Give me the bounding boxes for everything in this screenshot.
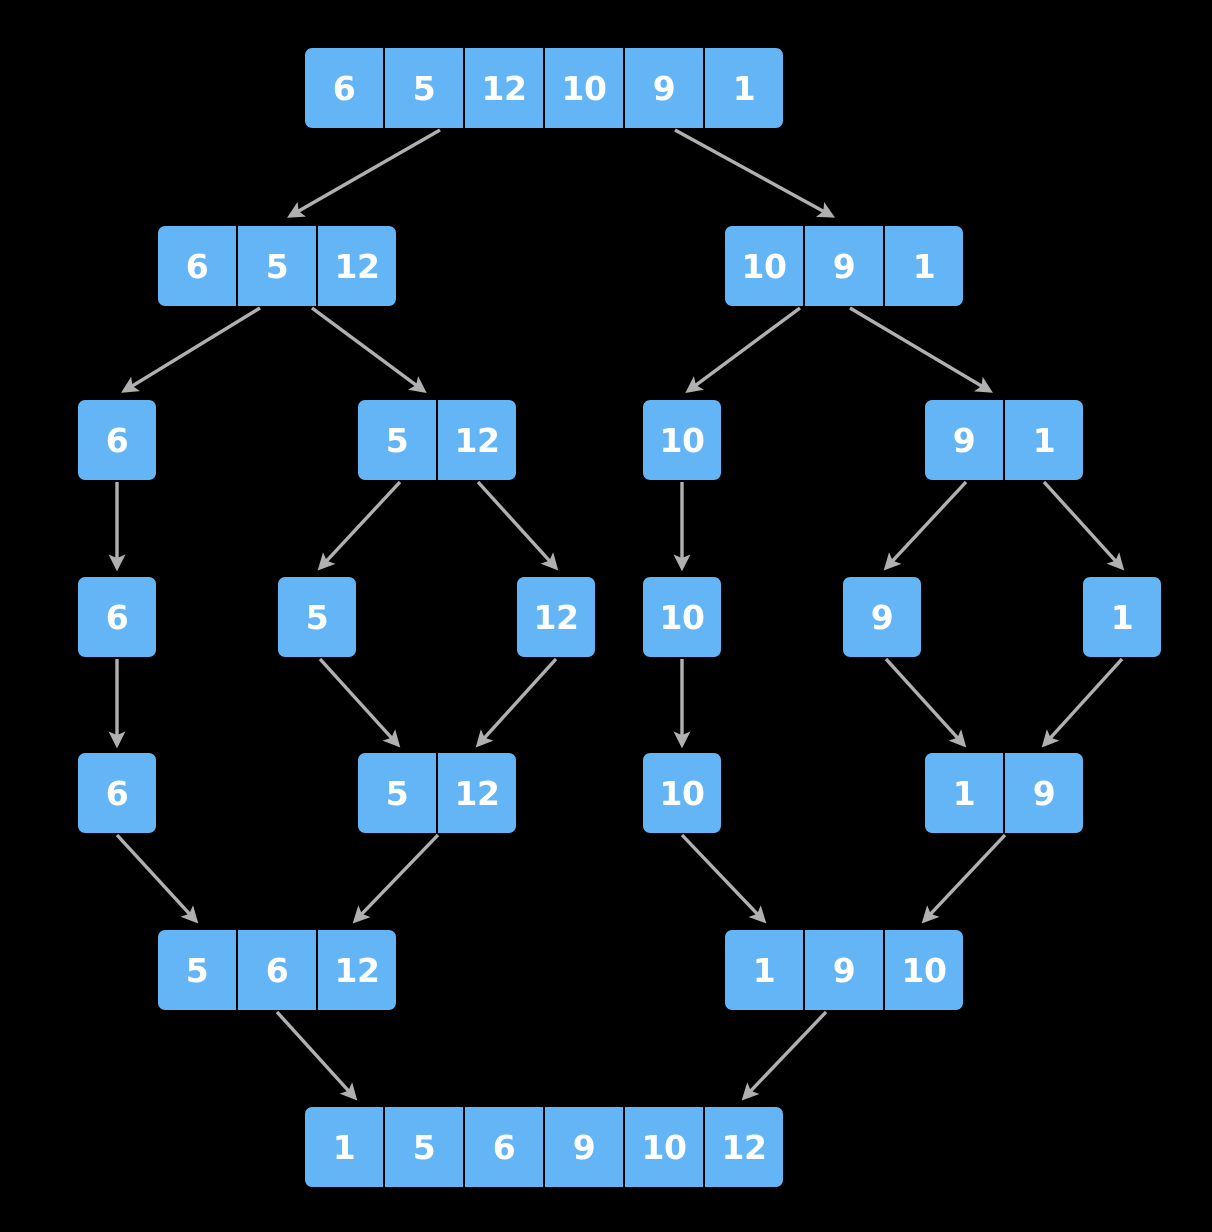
connector-arrow <box>849 306 993 393</box>
array-cell: 1 <box>305 1107 383 1187</box>
array-cell: 5 <box>238 226 316 306</box>
connector-arrow <box>884 657 967 748</box>
array-cell: 10 <box>885 930 963 1010</box>
connector-arrow <box>685 306 802 394</box>
array-cell: 1 <box>1005 400 1083 480</box>
array-cell: 6 <box>238 930 316 1010</box>
array-cell: 5 <box>358 753 436 833</box>
array-cell: 9 <box>625 48 703 128</box>
array-cell: 5 <box>158 930 236 1010</box>
array-cell: 10 <box>643 400 721 480</box>
array-node: 5 <box>278 577 356 657</box>
array-cell: 12 <box>438 753 516 833</box>
array-cell: 9 <box>1005 753 1083 833</box>
array-cell: 6 <box>78 400 156 480</box>
connector-arrow <box>1041 657 1124 748</box>
array-cell: 12 <box>465 48 543 128</box>
connector-arrow <box>921 833 1007 924</box>
connector-arrow <box>674 128 835 218</box>
array-cell: 1 <box>725 930 803 1010</box>
connector-arrow <box>476 480 559 571</box>
array-cell: 5 <box>358 400 436 480</box>
array-cell: 10 <box>643 577 721 657</box>
array-cell: 6 <box>158 226 236 306</box>
array-cell: 6 <box>305 48 383 128</box>
array-cell: 10 <box>643 753 721 833</box>
array-node: 1 <box>1083 577 1161 657</box>
connector-arrow <box>287 128 441 218</box>
array-node: 6 <box>78 577 156 657</box>
array-cell: 1 <box>705 48 783 128</box>
connector-arrow <box>475 657 558 748</box>
array-node: 10 <box>643 400 721 480</box>
connector-arrow <box>883 480 968 571</box>
array-cell: 9 <box>843 577 921 657</box>
array-cell: 6 <box>78 753 156 833</box>
array-cell: 1 <box>885 226 963 306</box>
array-cell: 5 <box>385 1107 463 1187</box>
array-cell: 9 <box>805 226 883 306</box>
array-cell: 12 <box>705 1107 783 1187</box>
array-cell: 12 <box>517 577 595 657</box>
array-cell: 10 <box>625 1107 703 1187</box>
array-node: 6 <box>78 400 156 480</box>
connector-arrow <box>115 833 199 924</box>
array-cell: 6 <box>78 577 156 657</box>
array-cell: 9 <box>545 1107 623 1187</box>
array-cell: 10 <box>725 226 803 306</box>
array-cell: 1 <box>925 753 1003 833</box>
array-cell: 10 <box>545 48 623 128</box>
array-cell: 5 <box>385 48 463 128</box>
array-cell: 12 <box>438 400 516 480</box>
array-cell: 9 <box>805 930 883 1010</box>
array-cell: 1 <box>1083 577 1161 657</box>
array-node: 9 <box>843 577 921 657</box>
array-cell: 12 <box>318 930 396 1010</box>
array-cell: 6 <box>465 1107 543 1187</box>
connector-arrow <box>317 480 402 571</box>
connector-arrow <box>318 657 401 748</box>
connector-arrow <box>275 1010 358 1101</box>
array-cell: 5 <box>278 577 356 657</box>
connector-arrow <box>310 306 427 394</box>
array-node: 6 <box>78 753 156 833</box>
array-cell: 12 <box>318 226 396 306</box>
array-cell: 9 <box>925 400 1003 480</box>
connector-arrow <box>680 833 767 924</box>
connector-arrow <box>352 833 440 924</box>
connector-arrow <box>1042 480 1125 571</box>
array-node: 10 <box>643 753 721 833</box>
array-node: 10 <box>643 577 721 657</box>
array-node: 12 <box>517 577 595 657</box>
connector-arrow <box>121 306 261 393</box>
connector-arrow <box>741 1010 828 1101</box>
